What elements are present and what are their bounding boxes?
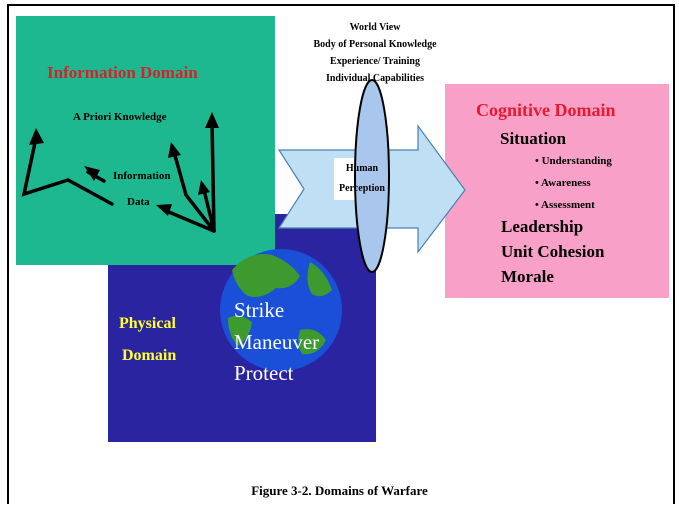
cognitive-item-leadership: Leadership <box>501 217 584 236</box>
influence-experience-training: Experience/ Training <box>330 56 420 67</box>
arrowheads <box>29 112 219 216</box>
information-domain-box <box>16 16 275 265</box>
influence-individual-capabilities: Individual Capabilities <box>325 73 425 84</box>
physical-domain-title-line1: Physical <box>119 315 176 332</box>
information-flow-arrows <box>21 120 216 233</box>
situation-item-assessment: • Assessment <box>535 199 595 211</box>
cognitive-domain-title: Cognitive Domain <box>476 100 616 120</box>
perception-lens <box>354 79 390 273</box>
action-maneuver: Maneuver <box>234 330 320 354</box>
action-strike: Strike <box>234 298 285 322</box>
action-protect: Protect <box>234 361 294 385</box>
figure-caption: Figure 3-2. Domains of Warfare <box>251 483 428 498</box>
physical-domain-title-line2: Domain <box>122 347 177 364</box>
human-perception-label-line1: Human <box>345 163 379 174</box>
influence-personal-knowledge: Body of Personal Knowledge <box>313 39 437 50</box>
cognitive-item-unit-cohesion: Unit Cohesion <box>501 242 605 261</box>
human-perception-label-line2: Perception <box>339 183 385 194</box>
information-domain-title: Information Domain <box>47 63 198 82</box>
situation-item-awareness: • Awareness <box>535 177 591 189</box>
figure-frame <box>7 4 675 504</box>
cognitive-domain-box <box>445 84 669 298</box>
data-label: Data <box>127 196 150 208</box>
a-priori-knowledge-label: A Priori Knowledge <box>73 111 167 123</box>
situation-item-understanding: • Understanding <box>535 155 612 167</box>
influence-world-view: World View <box>349 22 401 33</box>
situation-label: Situation <box>500 129 567 148</box>
globe-icon <box>220 249 342 371</box>
information-label: Information <box>113 170 171 182</box>
cognitive-item-morale: Morale <box>501 267 554 286</box>
